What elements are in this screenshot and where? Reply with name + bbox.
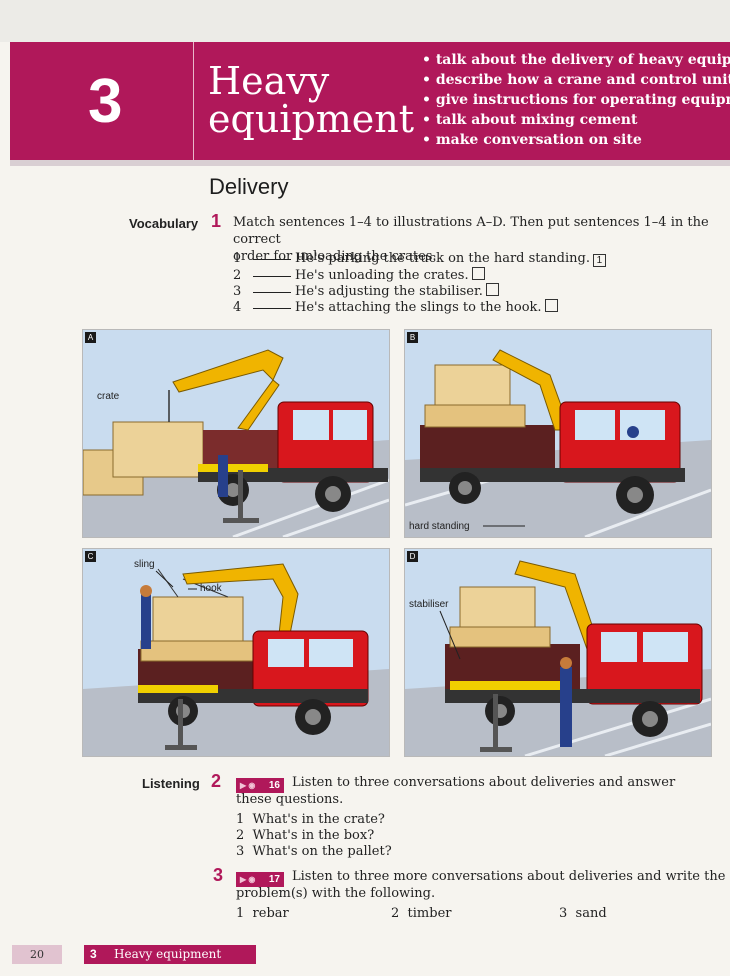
- truck-parked-picture: [405, 330, 711, 537]
- illustration-c: C sling hook: [82, 548, 390, 757]
- exercise-3-instruction: 17 Listen to three more conversations abo…: [236, 869, 725, 887]
- sentence-number: 2: [233, 268, 242, 283]
- page-number: 20: [12, 945, 62, 964]
- sentence-number: 3: [233, 284, 242, 299]
- vocabulary-label: Vocabulary: [129, 216, 199, 231]
- objective-item: talk about the delivery of heavy equipme…: [422, 50, 730, 70]
- item-number: 1: [236, 906, 245, 921]
- objectives-list: talk about the delivery of heavy equipme…: [422, 50, 730, 150]
- truck-adjusting-stabiliser-picture: [405, 549, 711, 756]
- exercise-number-1: 1: [211, 211, 222, 231]
- item-1: 1 rebar: [236, 906, 289, 922]
- answer-blank[interactable]: [253, 276, 291, 277]
- track-number: 16: [268, 780, 280, 791]
- answer-blank[interactable]: [253, 292, 291, 293]
- illustration-letter: D: [407, 551, 418, 562]
- item-3: 3 sand: [559, 906, 607, 922]
- question-number: 1: [236, 812, 245, 827]
- answer-blank[interactable]: [253, 308, 291, 309]
- footer-unit-bar: 3 Heavy equipment: [84, 945, 256, 964]
- illustration-a: A crate: [82, 329, 390, 538]
- item-number: 3: [559, 906, 568, 921]
- sentence-text: He's attaching the slings to the hook.: [295, 300, 542, 315]
- instruction-line: Match sentences 1–4 to illustrations A–D…: [233, 215, 709, 247]
- instruction-line: order for unloading the crates.: [233, 249, 437, 264]
- question-3: 3 What's on the pallet?: [236, 844, 392, 860]
- objective-item: give instructions for operating equipmen…: [422, 90, 730, 110]
- objective-item: talk about mixing cement: [422, 110, 730, 130]
- instruction-line: Listen to three conversations about deli…: [292, 775, 676, 790]
- footer-unit-title: Heavy equipment: [114, 947, 222, 961]
- exercise-2-instruction: 16 Listen to three conversations about de…: [236, 775, 675, 793]
- unit-number: 3: [88, 67, 123, 136]
- banner-underbar: [10, 160, 730, 166]
- sentence-text: He's parking the truck on the hard stand…: [295, 251, 590, 266]
- unit-title-line1: Heavy: [208, 59, 330, 103]
- illustration-b: B hard standing: [404, 329, 712, 538]
- listening-label: Listening: [142, 776, 200, 791]
- section-heading: Delivery: [209, 174, 289, 199]
- item-text: sand: [575, 906, 607, 921]
- order-box[interactable]: [485, 283, 499, 296]
- illustration-letter: C: [85, 551, 96, 562]
- sentence-number: 4: [233, 300, 242, 315]
- track-number: 17: [268, 874, 280, 885]
- exercise-number-3: 3: [213, 865, 224, 885]
- truck-attaching-slings-picture: [83, 549, 389, 756]
- label-stabiliser: stabiliser: [409, 599, 449, 610]
- instruction-line: Listen to three more conversations about…: [292, 869, 726, 884]
- unit-title-line2: equipment: [208, 97, 415, 141]
- label-crate: crate: [97, 391, 120, 402]
- question-number: 2: [236, 828, 245, 843]
- question-1: 1 What's in the crate?: [236, 812, 385, 828]
- top-margin: [0, 0, 730, 42]
- sentence-3: 3 He's adjusting the stabiliser.: [233, 283, 499, 300]
- answer-blank[interactable]: [253, 259, 291, 260]
- item-2: 2 timber: [391, 906, 452, 922]
- label-hook: hook: [200, 583, 222, 594]
- sentence-4: 4 He's attaching the slings to the hook.: [233, 299, 558, 316]
- label-hard-standing: hard standing: [409, 521, 470, 532]
- sentence-text: He's adjusting the stabiliser.: [295, 284, 483, 299]
- question-number: 3: [236, 844, 245, 859]
- question-text: What's in the crate?: [252, 812, 385, 827]
- question-2: 2 What's in the box?: [236, 828, 374, 844]
- unit-number-box: 3: [10, 42, 194, 160]
- item-number: 2: [391, 906, 400, 921]
- label-sling: sling: [134, 559, 155, 570]
- order-box[interactable]: 1: [592, 254, 606, 267]
- footer-unit-number: 3: [90, 947, 97, 961]
- exercise-number-2: 2: [211, 771, 222, 791]
- instruction-line: these questions.: [236, 792, 344, 807]
- objective-item: make conversation on site: [422, 130, 730, 150]
- illustration-letter: B: [407, 332, 418, 343]
- truck-crane-unloading-picture: [83, 330, 389, 537]
- item-text: rebar: [252, 906, 289, 921]
- objective-item: describe how a crane and control units w…: [422, 70, 730, 90]
- illustration-letter: A: [85, 332, 96, 343]
- sentence-2: 2 He's unloading the crates.: [233, 267, 485, 284]
- item-text: timber: [407, 906, 452, 921]
- sentence-number: 1: [233, 251, 242, 266]
- sentence-text: He's unloading the crates.: [295, 268, 469, 283]
- illustration-d: D stabiliser: [404, 548, 712, 757]
- order-box[interactable]: [544, 299, 558, 312]
- question-text: What's in the box?: [252, 828, 375, 843]
- instruction-line: problem(s) with the following.: [236, 886, 436, 901]
- order-box[interactable]: [471, 267, 485, 280]
- audio-track-button[interactable]: 16: [236, 778, 284, 793]
- vocabulary-instruction: Match sentences 1–4 to illustrations A–D…: [233, 214, 713, 265]
- audio-track-button[interactable]: 17: [236, 872, 284, 887]
- question-text: What's on the pallet?: [252, 844, 392, 859]
- unit-title: Heavy equipment: [208, 62, 414, 138]
- unit-banner: 3 Heavy equipment talk about the deliver…: [10, 42, 730, 160]
